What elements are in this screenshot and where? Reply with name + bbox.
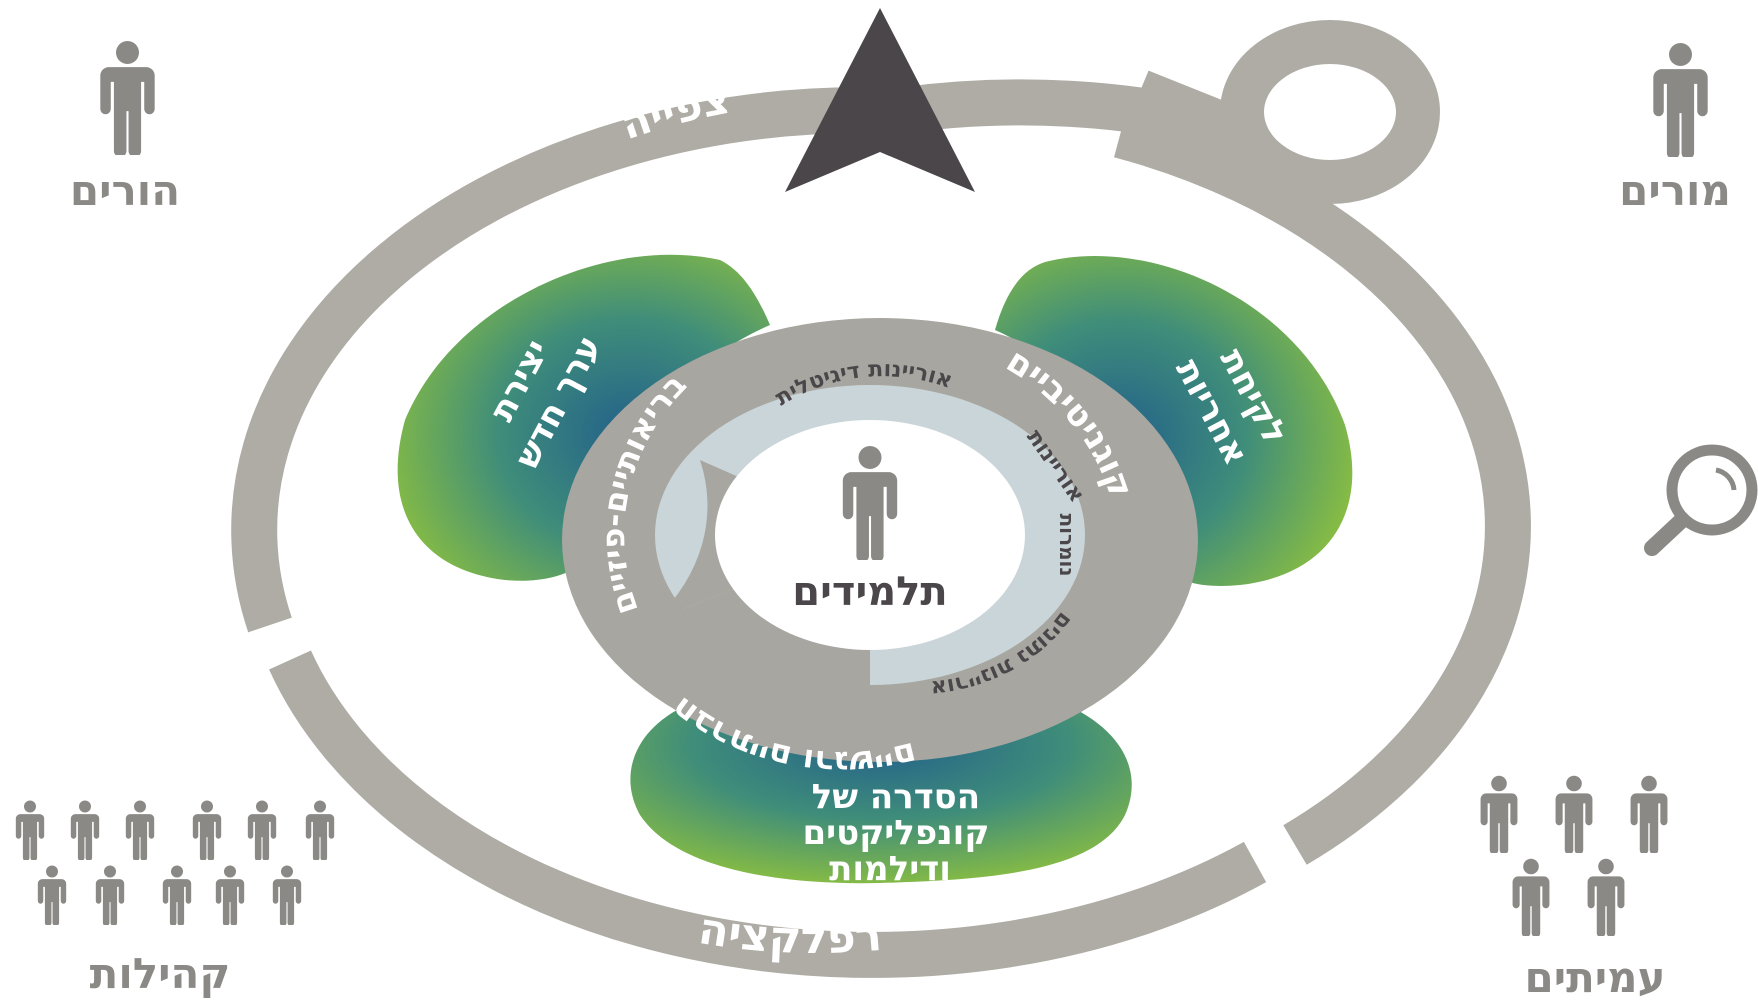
community-person-icon xyxy=(95,865,125,925)
community-person-icon xyxy=(37,865,67,925)
teachers-person-icon xyxy=(1653,43,1708,157)
stakeholder-label-peers: עמיתים xyxy=(1524,953,1665,1000)
petal-responsibility xyxy=(995,255,1353,586)
parents-person-icon xyxy=(100,41,155,155)
community-person-icon xyxy=(247,800,277,860)
center-circle xyxy=(715,420,1025,650)
peer-person-icon xyxy=(1480,775,1518,853)
peers-group-icon xyxy=(1480,775,1668,936)
outer-cycle-ring xyxy=(231,70,1531,978)
cycle-label-reflection: רפלקציה xyxy=(695,903,883,964)
literacy-label-numeracy: נומרות xyxy=(1055,514,1079,577)
petal-creating-value xyxy=(397,254,770,581)
stakeholder-label-parents: הורים xyxy=(70,166,180,215)
community-person-icon xyxy=(192,800,222,860)
ring-icon xyxy=(1220,20,1440,204)
stakeholder-label-communities: קהילות xyxy=(90,949,231,998)
cycle-label-action: פעולה xyxy=(1427,457,1481,593)
community-person-icon xyxy=(215,865,245,925)
community-person-icon xyxy=(305,800,335,860)
peer-person-icon xyxy=(1630,775,1668,853)
communities-group-icon xyxy=(15,800,335,925)
compass-arrow-icon xyxy=(785,8,975,192)
magnifying-glass-icon xyxy=(1644,444,1758,556)
center-label-students: תלמידים xyxy=(792,569,947,615)
community-person-icon xyxy=(125,800,155,860)
community-person-icon xyxy=(70,800,100,860)
petal-tensions-text: הסדרה של קונפליקטים ודילמות xyxy=(791,777,990,889)
stakeholder-label-teachers: מורים xyxy=(1619,166,1731,215)
community-person-icon xyxy=(162,865,192,925)
peer-person-icon xyxy=(1512,858,1550,936)
community-person-icon xyxy=(15,800,45,860)
community-person-icon xyxy=(272,865,302,925)
peer-person-icon xyxy=(1587,858,1625,936)
peer-person-icon xyxy=(1555,775,1593,853)
